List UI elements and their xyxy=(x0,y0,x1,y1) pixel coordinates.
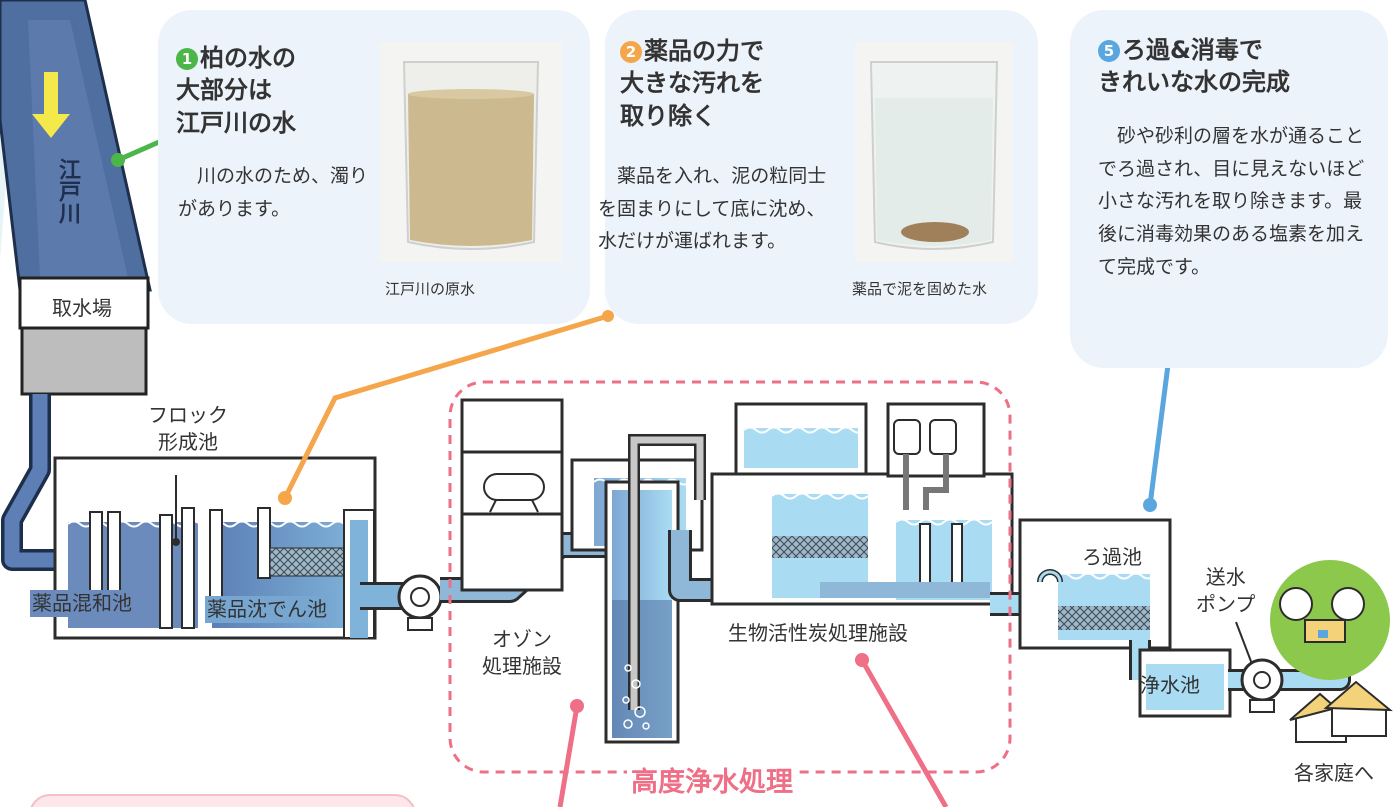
intake-label: 取水場 xyxy=(52,296,112,320)
raw-water-caption: 江戸川の原水 xyxy=(385,280,476,298)
sedimentation-label: 薬品沈でん池 xyxy=(205,596,329,623)
intake-roof xyxy=(18,276,150,330)
step-number-1: 1 xyxy=(176,48,198,70)
intake-base xyxy=(20,326,148,396)
ozone-label: オゾン 処理施設 xyxy=(482,627,562,678)
callout-5 xyxy=(1070,10,1388,368)
bac-label: 生物活性炭処理施設 xyxy=(728,621,908,645)
bottom-note-bubble xyxy=(30,794,415,807)
step-number-2: 2 xyxy=(620,41,642,63)
advanced-treatment-box xyxy=(448,380,1012,774)
pump-1-icon xyxy=(397,574,443,631)
callout5-leader xyxy=(1147,364,1171,506)
chem-mix-label: 薬品混和池 xyxy=(30,590,134,617)
callout2-leader xyxy=(282,313,609,500)
callout-5-text: 砂や砂利の層を水が通ることでろ過され、目に見えないほど小さな汚れを取り除きます。… xyxy=(1098,125,1365,278)
pump-label: 送水 ポンプ xyxy=(1196,565,1256,616)
treated-sample-caption: 薬品で泥を固めた水 xyxy=(852,280,988,298)
reservoir-icon xyxy=(1270,560,1390,680)
clear-well-label: 浄水池 xyxy=(1140,673,1200,697)
bac-facility xyxy=(710,402,1014,606)
advanced-treatment-label: 高度浄水処理 xyxy=(627,760,797,799)
homes-label: 各家庭へ xyxy=(1294,761,1374,785)
floc-basin-label: フロック 形成池 xyxy=(148,403,228,454)
raw-water-photo xyxy=(380,42,562,262)
houses-icon xyxy=(1289,680,1393,743)
pump-2-icon xyxy=(1240,658,1284,713)
callout-2-text: 薬品を入れ、泥の粒同士を固まりにして底に沈め、水だけが運ばれます。 xyxy=(598,165,827,253)
river-label: 江戸川 xyxy=(55,158,80,224)
treated-sample-photo xyxy=(855,42,1013,262)
ozone-facility xyxy=(460,398,706,744)
clear-well xyxy=(1138,648,1232,718)
filter-basin xyxy=(1018,518,1172,650)
callout-1-text: 川の水のため、濁りがあります。 xyxy=(178,165,369,220)
filter-label: ろ過池 xyxy=(1082,545,1142,569)
step-number-5: 5 xyxy=(1098,40,1120,62)
flow-arrow-icon xyxy=(32,72,70,138)
